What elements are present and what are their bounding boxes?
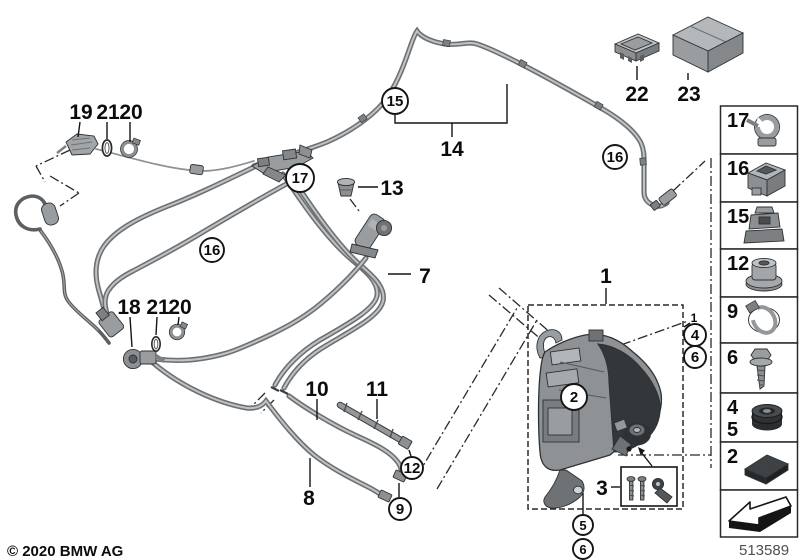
sidebar-cell-2[interactable]: 2 (719, 441, 799, 491)
sidebar-cell-12-number[interactable]: 12 (727, 253, 749, 275)
label-11[interactable]: 11 (366, 378, 389, 401)
callout-16-right[interactable]: 16 (602, 144, 628, 170)
callout-15[interactable]: 15 (381, 87, 409, 115)
callout-5[interactable]: 5 (572, 514, 594, 536)
connector-19 (56, 133, 99, 156)
canister-mount (611, 418, 651, 457)
hose-clamp-20-top (120, 137, 141, 158)
callout-16-left[interactable]: 16 (199, 237, 225, 263)
callout-16-left-text[interactable]: 16 (204, 242, 221, 259)
label-21-bottom[interactable]: 21 (146, 296, 170, 319)
hose-clamp-20-bottom (168, 321, 189, 341)
callout-12-text[interactable]: 12 (404, 460, 421, 477)
callout-6-right-text[interactable]: 6 (691, 349, 699, 366)
leader-lines (77, 66, 691, 514)
label-22[interactable]: 22 (625, 83, 648, 106)
callout-12[interactable]: 12 (400, 456, 424, 480)
bracket-clip-icon (743, 206, 785, 244)
label-20-bottom[interactable]: 20 (168, 296, 191, 319)
label-3[interactable]: 3 (596, 477, 608, 500)
plastic-nut-icon (745, 257, 783, 292)
pipe-clip-icon (746, 114, 780, 147)
box-23 (671, 16, 745, 73)
label-10[interactable]: 10 (305, 378, 328, 401)
sidebar-cell-16[interactable]: 16 (719, 153, 799, 203)
item-3-hardware-box (620, 447, 678, 507)
item-1-dashed-box (527, 304, 684, 510)
label-19[interactable]: 19 (69, 101, 92, 124)
callout-17-text[interactable]: 17 (292, 170, 309, 187)
harness-connector-sleeve (41, 202, 59, 226)
callout-2[interactable]: 2 (560, 383, 588, 411)
sidebar-cell-arrow[interactable] (719, 489, 799, 538)
holder-icon (746, 162, 787, 197)
callout-4[interactable]: 4 (683, 323, 707, 347)
sidebar-cell-6[interactable]: 6 (719, 342, 799, 394)
screw-icon (749, 348, 773, 390)
arrowhead (638, 447, 645, 455)
sidebar-legend: 17 16 15 (719, 105, 799, 538)
label-1[interactable]: 1 (600, 265, 612, 288)
o-ring-21-bottom (151, 335, 162, 352)
valve-connector-part (651, 477, 673, 504)
direction-arrow-icon (728, 496, 792, 532)
o-ring-21-top (101, 139, 113, 157)
callout-6-bottom-text[interactable]: 6 (579, 542, 586, 557)
callout-2-text[interactable]: 2 (570, 389, 578, 406)
tank-vent-valve-7 (349, 213, 393, 259)
label-7[interactable]: 7 (419, 265, 431, 288)
cap-13 (336, 177, 356, 197)
sidebar-cell-17-number[interactable]: 17 (727, 110, 749, 132)
wiring-harness (13, 148, 255, 345)
callout-6-right[interactable]: 6 (683, 345, 707, 369)
label-8[interactable]: 8 (303, 487, 315, 510)
sidebar-cell-4-5[interactable]: 4 5 (719, 392, 799, 443)
callout-6-bottom[interactable]: 6 (572, 538, 594, 560)
sidebar-cell-5-number[interactable]: 5 (727, 419, 738, 441)
sidebar-cell-17[interactable]: 17 (719, 105, 799, 155)
copyright-text: © 2020 BMW AG (7, 543, 123, 560)
rubber-mount-icon (751, 404, 783, 431)
label-1-small[interactable]: 1 (691, 311, 698, 325)
sidebar-cell-9-number[interactable]: 9 (727, 301, 738, 323)
pipe-fitting-lower-left (95, 306, 125, 338)
hose-clamp-icon (745, 299, 780, 335)
carbon-canister-assembly (527, 304, 684, 510)
pipe-end-fittings (270, 188, 677, 503)
part-number-labels: 19 21 20 18 21 20 14 13 7 10 11 8 1 3 22… (69, 83, 700, 510)
callout-16-right-text[interactable]: 16 (607, 149, 624, 166)
callout-9[interactable]: 9 (388, 497, 412, 521)
sidebar-cell-12[interactable]: 12 (719, 248, 799, 298)
junction-bracket-17 (251, 144, 314, 183)
pipe-clip-marks (357, 39, 647, 166)
diagram-code: 513589 (739, 542, 789, 559)
wire-inline-connector (189, 164, 204, 176)
sidebar-cell-16-number[interactable]: 16 (727, 158, 749, 180)
callout-5-text[interactable]: 5 (579, 518, 586, 533)
vent-valve-18 (122, 348, 166, 370)
callout-17[interactable]: 17 (285, 163, 315, 193)
sidebar-cell-15[interactable]: 15 (719, 201, 799, 250)
adhesive-pad-icon (744, 454, 789, 485)
sidebar-cell-6-number[interactable]: 6 (727, 347, 738, 369)
label-14[interactable]: 14 (440, 138, 464, 161)
callout-15-text[interactable]: 15 (387, 93, 404, 110)
label-23[interactable]: 23 (677, 83, 700, 106)
sidebar-cell-2-number[interactable]: 2 (727, 446, 738, 468)
circled-callouts: 15 17 16 16 12 9 2 4 (199, 87, 707, 560)
sidebar-cell-15-number[interactable]: 15 (727, 206, 749, 228)
label-20-top[interactable]: 20 (119, 101, 142, 124)
control-module-22 (613, 33, 661, 63)
sidebar-cell-4-number[interactable]: 4 (727, 397, 739, 419)
label-13[interactable]: 13 (380, 177, 403, 200)
mounting-bolts (626, 476, 647, 501)
sidebar-cell-9[interactable]: 9 (719, 296, 799, 344)
small-parts (56, 133, 393, 370)
callout-9-text[interactable]: 9 (396, 501, 404, 518)
callout-4-text[interactable]: 4 (691, 327, 700, 344)
label-18[interactable]: 18 (117, 296, 141, 319)
label-21-top[interactable]: 21 (96, 101, 120, 124)
